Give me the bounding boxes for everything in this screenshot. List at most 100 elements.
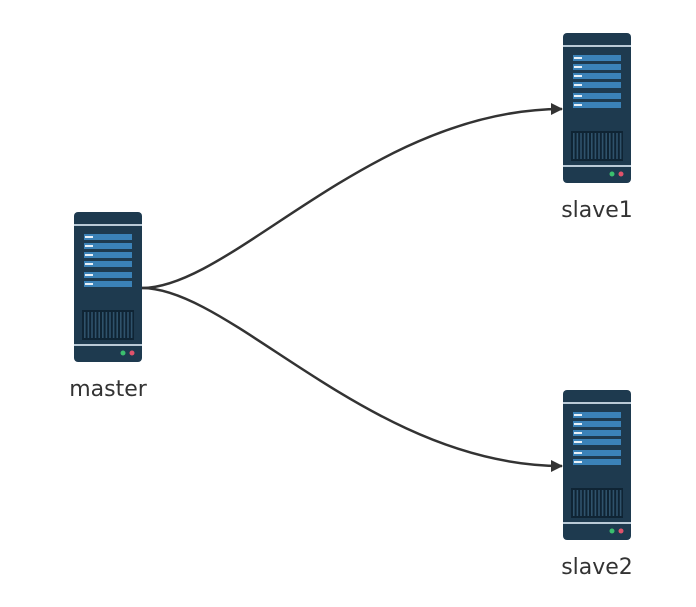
vent-slot xyxy=(605,133,607,159)
drive-tick xyxy=(85,274,93,276)
drive-bay xyxy=(84,234,132,240)
server-bottom-line xyxy=(74,344,142,346)
drive-tick xyxy=(574,84,582,86)
vent-slot xyxy=(580,133,582,159)
drive-tick xyxy=(574,432,582,434)
vent-slot xyxy=(573,133,575,159)
drive-tick xyxy=(574,452,582,454)
drive-bay xyxy=(573,421,621,427)
server-top-line xyxy=(563,45,631,47)
slave1-server-icon[interactable] xyxy=(563,33,631,183)
vent-bg xyxy=(82,310,134,340)
status-led-red xyxy=(618,528,624,534)
drive-tick xyxy=(574,414,582,416)
vent-slot xyxy=(587,490,589,516)
vent-slot xyxy=(616,490,618,516)
drive-tick xyxy=(574,441,582,443)
status-led-green xyxy=(609,528,615,534)
drive-tick xyxy=(85,236,93,238)
vent-slot xyxy=(109,312,111,338)
vent-slot xyxy=(102,312,104,338)
server-bottom-line xyxy=(563,522,631,524)
vent-slot xyxy=(619,133,622,159)
vent-slot xyxy=(583,490,586,516)
master-server-icon[interactable] xyxy=(74,212,142,362)
vent-slot xyxy=(591,133,593,159)
vent-slot xyxy=(616,133,618,159)
vent-slot xyxy=(116,312,118,338)
drive-tick xyxy=(574,104,582,106)
drive-tick xyxy=(574,461,582,463)
vent-slot xyxy=(598,133,600,159)
drive-tick xyxy=(574,57,582,59)
vent-slot xyxy=(605,490,607,516)
vent-slot xyxy=(594,133,597,159)
server-top-line xyxy=(74,224,142,226)
slave2-server-icon[interactable] xyxy=(563,390,631,540)
drive-bay xyxy=(573,73,621,79)
vent-slot xyxy=(601,133,604,159)
vent-slot xyxy=(130,312,133,338)
drive-tick xyxy=(85,254,93,256)
status-led-green xyxy=(120,350,126,356)
drive-bay xyxy=(84,272,132,278)
vent-slot xyxy=(576,490,579,516)
status-led-red xyxy=(129,350,135,356)
server-top-line xyxy=(563,402,631,404)
drive-tick xyxy=(574,95,582,97)
vent-slot xyxy=(94,312,97,338)
vent-bg xyxy=(571,131,623,161)
nodes xyxy=(74,33,631,540)
vent-slot xyxy=(612,133,615,159)
drive-bay xyxy=(573,55,621,61)
vent-slot xyxy=(98,312,100,338)
status-led-green xyxy=(609,171,615,177)
vent-slot xyxy=(594,490,597,516)
drive-tick xyxy=(574,423,582,425)
drive-tick xyxy=(85,283,93,285)
vent-slot xyxy=(601,490,604,516)
edge-master-to-slave1 xyxy=(141,103,563,290)
edge-master-to-slave2 xyxy=(141,286,563,472)
node-label-slave1: slave1 xyxy=(561,198,633,223)
drive-tick xyxy=(574,75,582,77)
vent-slot xyxy=(112,312,115,338)
vent-slot xyxy=(91,312,93,338)
drive-bay xyxy=(84,243,132,249)
drive-bay xyxy=(84,261,132,267)
vent-slot xyxy=(591,490,593,516)
vent-slot xyxy=(609,490,611,516)
server-vent xyxy=(82,310,134,340)
drive-bay xyxy=(573,412,621,418)
server-vent xyxy=(571,131,623,161)
vent-slot xyxy=(619,490,622,516)
drive-bay xyxy=(84,281,132,287)
drive-tick xyxy=(85,245,93,247)
drive-bay xyxy=(573,64,621,70)
drive-bay xyxy=(573,430,621,436)
status-led-red xyxy=(618,171,624,177)
vent-slot xyxy=(120,312,122,338)
drive-bay xyxy=(84,252,132,258)
server-vent xyxy=(571,488,623,518)
vent-slot xyxy=(576,133,579,159)
vent-slot xyxy=(123,312,126,338)
vent-slot xyxy=(598,490,600,516)
edges xyxy=(141,103,563,472)
vent-slot xyxy=(127,312,129,338)
vent-slot xyxy=(612,490,615,516)
server-bottom-line xyxy=(563,165,631,167)
drive-bay xyxy=(573,450,621,456)
node-label-slave2: slave2 xyxy=(561,555,633,580)
vent-slot xyxy=(587,133,589,159)
drive-tick xyxy=(574,66,582,68)
vent-slot xyxy=(609,133,611,159)
vent-bg xyxy=(571,488,623,518)
vent-slot xyxy=(583,133,586,159)
drive-bay xyxy=(573,102,621,108)
drive-bay xyxy=(573,93,621,99)
node-label-master: master xyxy=(69,377,147,402)
vent-slot xyxy=(580,490,582,516)
vent-slot xyxy=(87,312,90,338)
